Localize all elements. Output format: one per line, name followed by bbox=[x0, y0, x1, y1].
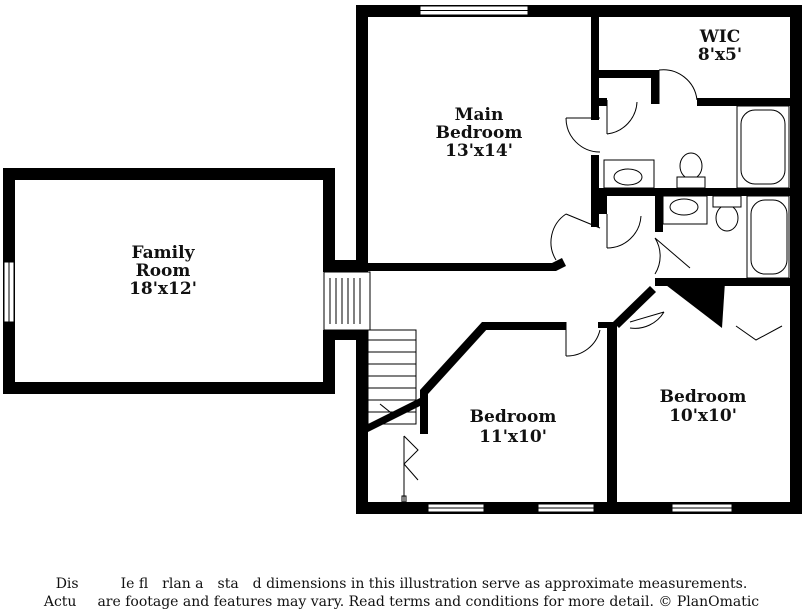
connector-wall-bottom bbox=[330, 330, 368, 340]
stair-arrow bbox=[379, 403, 396, 417]
bedroom-left-wall-left bbox=[420, 390, 428, 434]
closet-wall-small bbox=[599, 196, 607, 214]
toilet-main-tank bbox=[676, 176, 706, 189]
bath-wall-left bbox=[591, 155, 599, 195]
fixtures bbox=[603, 105, 790, 279]
bedroom-left-wall-angle bbox=[420, 322, 488, 394]
bedroom-right-name: Bedroom bbox=[660, 387, 747, 407]
toilet-hall-tank bbox=[712, 195, 742, 208]
bifold-right bbox=[735, 325, 783, 341]
linen-closet-triangle bbox=[662, 282, 725, 328]
bifold-post-1 bbox=[401, 495, 407, 503]
family-room-wall-right-lower bbox=[323, 330, 335, 394]
bedroom-left-size: 11'x10' bbox=[479, 427, 547, 447]
disclaimer-line-2: Actu are footage and features may vary. … bbox=[43, 594, 760, 610]
bath-divider bbox=[591, 188, 797, 196]
wic-name: WIC bbox=[699, 27, 741, 47]
bathtub-hall-inner bbox=[750, 199, 788, 275]
room-labels: Family Room 18'x12' Main Bedroom 13'x14'… bbox=[129, 27, 746, 447]
family-room-wall-bottom bbox=[3, 382, 335, 394]
wic-closet-wall-top bbox=[599, 70, 659, 78]
closet-post bbox=[599, 98, 607, 106]
main-bedroom-wall-angle bbox=[552, 258, 566, 271]
door-wic bbox=[658, 69, 698, 104]
bath-wall-left-lower bbox=[591, 195, 599, 227]
main-bedroom-name-1: Main bbox=[455, 105, 504, 125]
stairs bbox=[323, 271, 417, 425]
sink-main bbox=[613, 168, 643, 186]
door-closet bbox=[606, 100, 638, 135]
bedroom-right-size: 10'x10' bbox=[669, 406, 737, 426]
stair-run bbox=[367, 329, 417, 425]
bath2-wall-bottom bbox=[655, 278, 797, 286]
door-main-bedroom-closet bbox=[565, 117, 601, 153]
door-main-bedroom bbox=[550, 213, 601, 261]
wic-closet-wall-right bbox=[651, 70, 659, 104]
wic-wall-bottom bbox=[697, 98, 797, 106]
door-bath2 bbox=[654, 237, 691, 275]
hall-wall-stub bbox=[598, 322, 616, 328]
family-room-name-2: Room bbox=[136, 261, 191, 281]
door-bedroom-left bbox=[565, 322, 601, 357]
stair-landing bbox=[323, 271, 371, 331]
main-bedroom-name-2: Bedroom bbox=[436, 123, 523, 143]
wic-size: 8'x5' bbox=[698, 45, 742, 65]
main-bedroom-wall-right bbox=[591, 5, 599, 120]
family-room-size: 18'x12' bbox=[129, 279, 197, 299]
bifold-left bbox=[403, 435, 419, 504]
outer-wall-left-upper bbox=[356, 5, 368, 272]
bath2-wall-left bbox=[655, 188, 663, 232]
door-bedroom-right bbox=[629, 311, 665, 329]
disclaimer-line-1: Dis Ie fl rlan a sta d dimensions in thi… bbox=[55, 576, 748, 592]
hall-wall-angle bbox=[613, 286, 656, 328]
bedroom-wall-divider bbox=[607, 322, 617, 514]
toilet-main bbox=[679, 152, 703, 180]
doors bbox=[401, 69, 783, 504]
outer-wall-right bbox=[790, 5, 802, 514]
main-bedroom-size: 13'x14' bbox=[445, 141, 513, 161]
main-bedroom-wall-bottom bbox=[356, 263, 556, 271]
bedroom-left-name: Bedroom bbox=[470, 407, 557, 427]
stair-wall-left bbox=[360, 330, 368, 430]
family-room-name-1: Family bbox=[132, 243, 196, 263]
bedroom-left-wall-top bbox=[482, 322, 566, 330]
window-sills bbox=[8, 10, 732, 509]
bathtub-main-inner bbox=[740, 109, 786, 185]
family-room-wall-right-upper bbox=[323, 168, 335, 272]
sink-hall bbox=[669, 198, 699, 216]
family-room-wall-top bbox=[3, 168, 335, 180]
door-hall-closet bbox=[606, 214, 642, 249]
toilet-hall bbox=[715, 204, 739, 232]
walls bbox=[3, 5, 802, 514]
